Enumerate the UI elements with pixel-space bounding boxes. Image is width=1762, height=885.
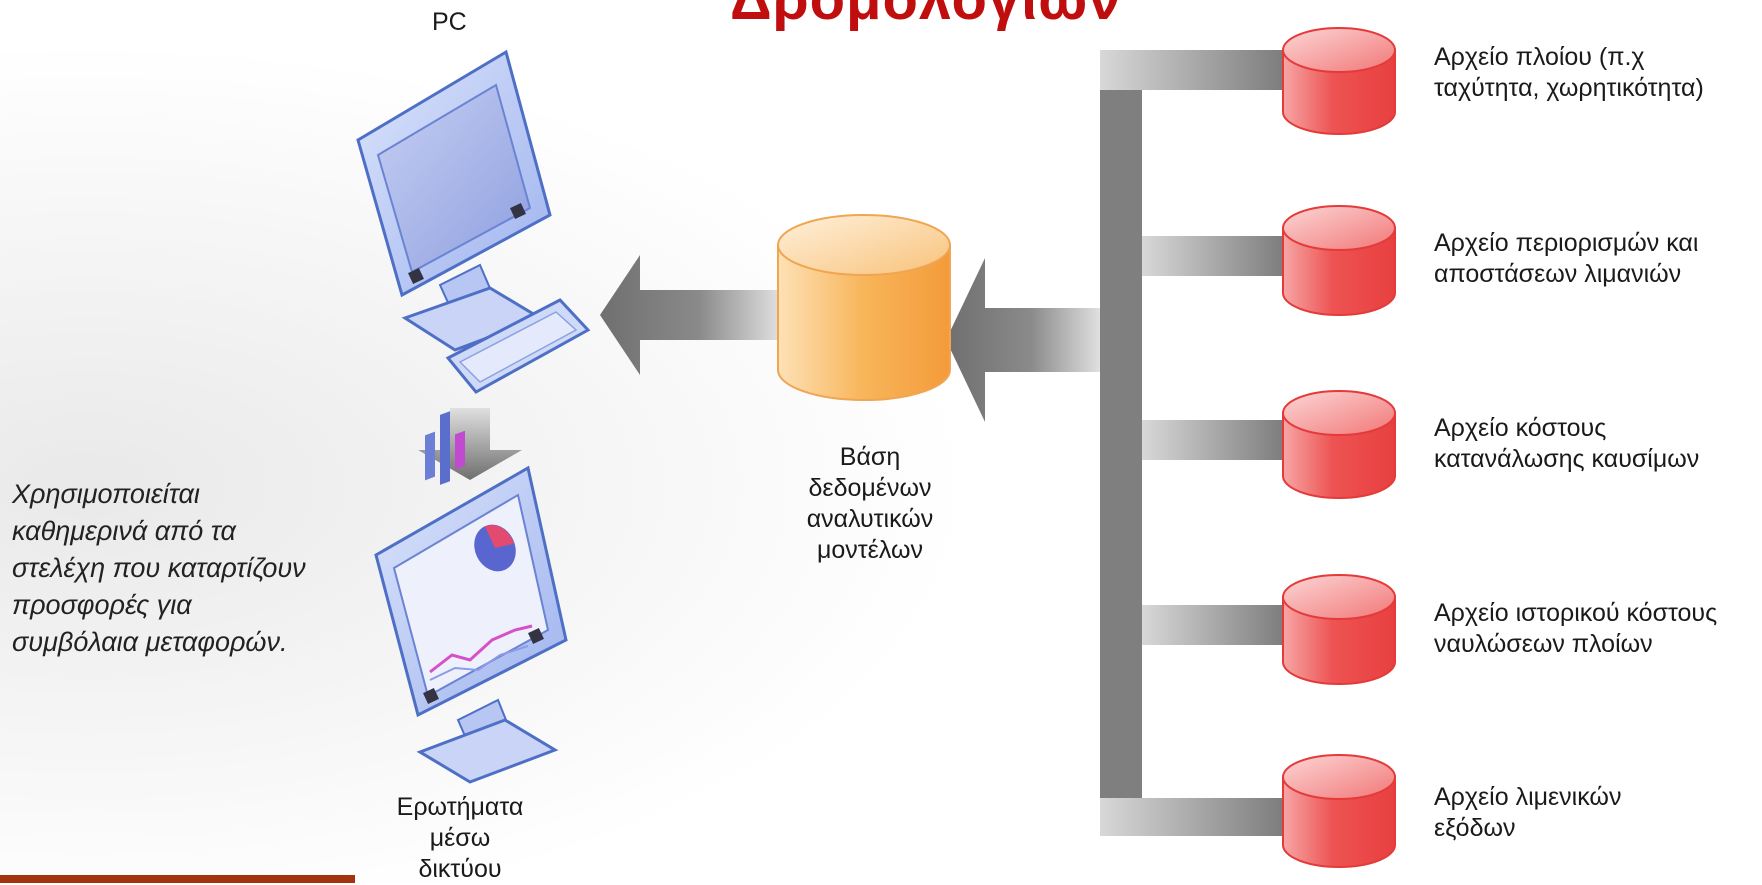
file-label-port-expenses: Αρχείο λιμενικών εξόδων xyxy=(1434,783,1622,842)
query-monitor-icon xyxy=(374,411,568,784)
file-label-port-constraints: Αρχείο περιορισμών και αποστάσεων λιμανι… xyxy=(1434,229,1699,288)
network-queries-label: Ερωτήματα μέσω δικτύου xyxy=(396,793,524,883)
arrow-database-to-pc xyxy=(600,255,780,375)
footer-accent-line xyxy=(0,875,355,883)
file-label-ship: Αρχείο πλοίου (π.χ ταχύτητα, χωρητικότητ… xyxy=(1434,43,1704,102)
database-label: Βάση δεδομένων αναλυτικών μοντέλων xyxy=(806,443,934,564)
line-chart-icon xyxy=(429,624,533,674)
connector-bus xyxy=(1100,50,1285,836)
bar-chart-icon xyxy=(425,411,465,485)
file-cylinder-charter-history xyxy=(1282,574,1396,685)
pie-chart-icon xyxy=(474,524,516,572)
pc-label: PC xyxy=(432,8,467,36)
file-cylinder-port-expenses xyxy=(1282,754,1396,868)
file-label-fuel-cost: Αρχείο κόστους κατανάλωσης καυσίμων xyxy=(1434,414,1700,473)
pc-computer-icon xyxy=(356,49,591,394)
arrow-bus-to-database xyxy=(946,258,1100,422)
diagram-title: Δρομολογίων xyxy=(730,0,1122,33)
usage-note: Χρησιμοποιείται καθημερινά από τα στελέχ… xyxy=(12,479,306,657)
main-database-cylinder xyxy=(777,214,951,401)
file-cylinder-ship xyxy=(1282,27,1396,135)
file-cylinder-fuel-cost xyxy=(1282,390,1396,499)
file-label-charter-history: Αρχείο ιστορικού κόστους ναυλώσεων πλοίω… xyxy=(1434,599,1718,658)
file-cylinder-port-constraints xyxy=(1282,205,1396,316)
